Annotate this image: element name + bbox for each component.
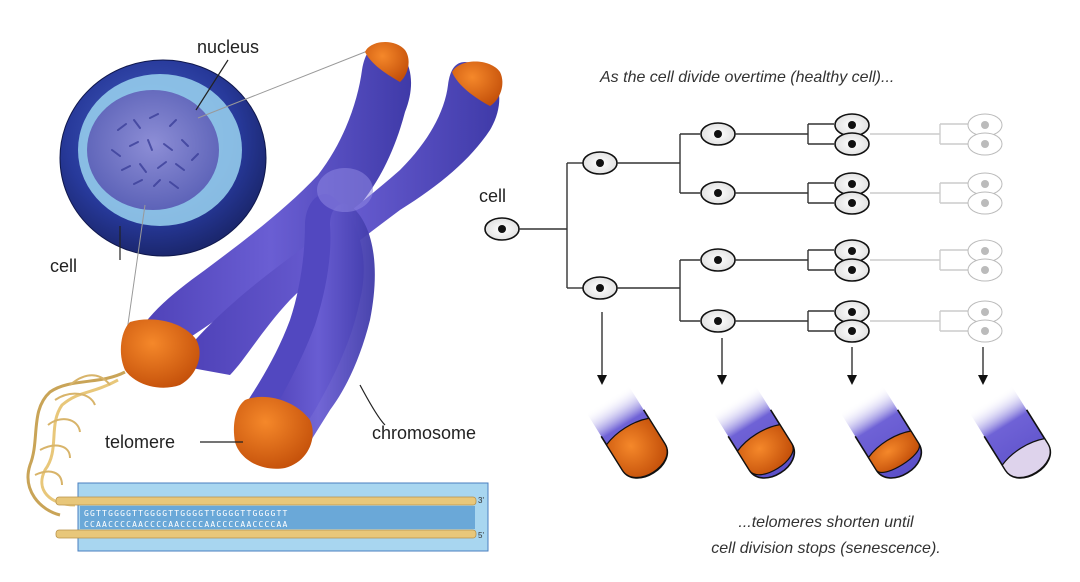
cell-icon [700, 309, 736, 333]
arrow-head [978, 375, 988, 385]
chromosome-illustration [120, 41, 503, 469]
daughter-cell-icon [834, 319, 870, 343]
arrow-head [717, 375, 727, 385]
chromosome-pointer [359, 384, 386, 426]
telomere-tip-depleted [969, 386, 1051, 479]
cell-label-left: cell [50, 256, 77, 276]
cell-icon [700, 248, 736, 272]
daughter-cell-icon [967, 258, 1003, 282]
dna-strand-bottom: CCAACCCCAACCCCAACCCCAACCCCAACCCCAA [84, 520, 289, 529]
cell-illustration [59, 59, 267, 257]
dna-helix [26, 370, 126, 517]
cell-icon [582, 151, 618, 175]
chromosome-label: chromosome [372, 423, 476, 443]
telomere-tip-short [840, 386, 922, 479]
telomere-cap [233, 396, 313, 469]
daughter-cell-icon [834, 191, 870, 215]
zoom-lines [124, 49, 371, 346]
telomere-cap [452, 61, 503, 106]
division-tree [484, 113, 1003, 385]
daughter-cell-icon [967, 132, 1003, 156]
cell-label-right: cell [479, 186, 506, 206]
daughter-cell-icon [967, 191, 1003, 215]
dna-end-bottom: 5' [478, 531, 484, 540]
telomere-tip-medium [713, 386, 795, 479]
top-caption: As the cell divide overtime (healthy cel… [599, 69, 894, 86]
cell-icon [700, 181, 736, 205]
telomere-tip-long [586, 386, 668, 479]
arrow-head [597, 375, 607, 385]
dna-sequence-box: GGTTGGGGTTGGGGTTGGGGTTGGGGTTGGGGTT CCAAC… [55, 482, 489, 552]
bottom-caption-line2: cell division stops (senescence). [711, 540, 940, 557]
telomere-cap [120, 319, 200, 388]
daughter-cell-icon [967, 113, 1003, 137]
nucleus-pointer [195, 59, 229, 111]
arrow-head [847, 375, 857, 385]
daughter-cell-icon [967, 172, 1003, 196]
telomere-label: telomere [105, 432, 175, 452]
cell-icon [700, 122, 736, 146]
dna-strand-top: GGTTGGGGTTGGGGTTGGGGTTGGGGTTGGGGTT [84, 509, 289, 518]
telomere-cap [365, 41, 409, 82]
bottom-caption-line1: ...telomeres shorten until [738, 514, 914, 531]
daughter-cell-icon [967, 300, 1003, 324]
daughter-cell-icon [834, 132, 870, 156]
daughter-cell-icon [967, 319, 1003, 343]
nucleus-label: nucleus [197, 37, 259, 57]
daughter-cell-icon [834, 258, 870, 282]
daughter-cell-icon [834, 113, 870, 137]
cell-icon [582, 276, 618, 300]
telomere-shortening-row [586, 386, 1051, 479]
cell-icon [484, 217, 520, 241]
dna-end-top: 3' [478, 496, 484, 505]
